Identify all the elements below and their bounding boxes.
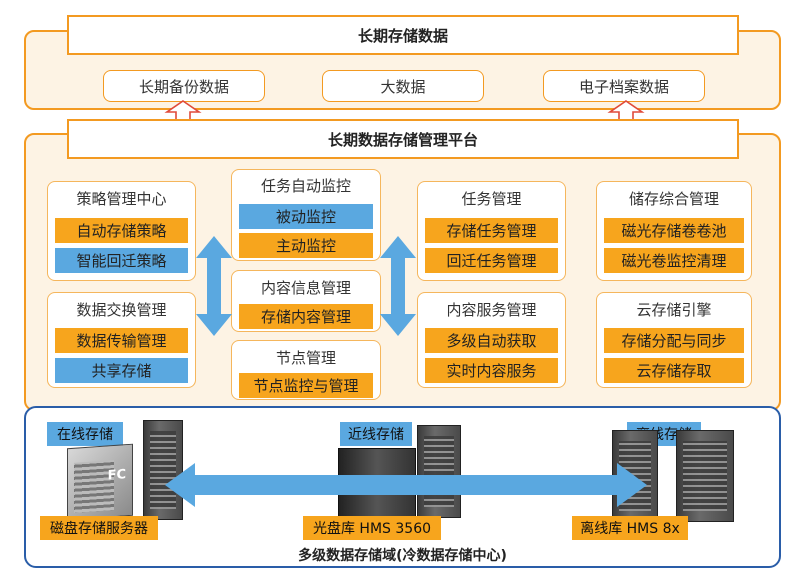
cloud-storage-access: 云存储存取: [604, 358, 744, 383]
storage-task-mgmt: 存储任务管理: [425, 218, 558, 243]
shared-storage: 共享存储: [55, 358, 188, 383]
task-mgmt-title: 任务管理: [461, 190, 522, 208]
offline-rack-icon-2: [676, 430, 734, 522]
backup-data-pill: 长期备份数据: [103, 70, 265, 102]
data-transfer-mgmt: 数据传输管理: [55, 328, 188, 353]
disk-storage-server-label: 磁盘存储服务器: [40, 516, 158, 540]
online-storage-tag: 在线存储: [47, 422, 123, 446]
data-exchange-card: 数据交换管理 数据传输管理 共享存储: [47, 292, 196, 388]
node-mgmt-title: 节点管理: [275, 349, 336, 367]
mo-volume-cleanup: 磁光卷监控清理: [604, 248, 744, 273]
passive-monitor: 被动监控: [239, 204, 373, 229]
mo-volume-pool: 磁光存储卷卷池: [604, 218, 744, 243]
disk-server-icon: FC: [67, 443, 133, 521]
horizontal-double-arrow-icon: [165, 463, 647, 507]
content-info-card: 内容信息管理 存储内容管理: [231, 270, 381, 332]
multilevel-auto-fetch: 多级自动获取: [425, 328, 558, 353]
nearline-rack-icon: [417, 425, 461, 518]
policy-center-card: 策略管理中心 自动存储策略 智能回迁策略: [47, 181, 196, 281]
cloud-engine-title: 云存储引擎: [636, 301, 712, 319]
content-info-title: 内容信息管理: [260, 279, 351, 297]
long-term-data-title: 长期存储数据: [67, 15, 739, 55]
storage-alloc-sync: 存储分配与同步: [604, 328, 744, 353]
storage-content-mgmt: 存储内容管理: [239, 304, 373, 329]
storage-domain-caption: 多级数据存储域(冷数据存储中心): [298, 548, 507, 564]
policy-center-title: 策略管理中心: [76, 190, 167, 208]
platform-title: 长期数据存储管理平台: [67, 119, 739, 159]
content-service-title: 内容服务管理: [446, 301, 537, 319]
storage-mgmt-card: 储存综合管理 磁光存储卷卷池 磁光卷监控清理: [596, 181, 752, 281]
task-mgmt-card: 任务管理 存储任务管理 回迁任务管理: [417, 181, 566, 281]
content-service-card: 内容服务管理 多级自动获取 实时内容服务: [417, 292, 566, 388]
node-monitor-mgmt: 节点监控与管理: [239, 373, 373, 398]
vertical-arrow-left-icon: [196, 236, 232, 336]
active-monitor: 主动监控: [239, 233, 373, 258]
recall-task-mgmt: 回迁任务管理: [425, 248, 558, 273]
data-exchange-title: 数据交换管理: [76, 301, 167, 319]
e-archive-data-pill: 电子档案数据: [543, 70, 705, 102]
storage-mgmt-title: 储存综合管理: [628, 190, 719, 208]
online-rack-icon: [143, 420, 183, 520]
offline-library-label: 离线库 HMS 8x: [572, 516, 688, 540]
auto-storage-policy: 自动存储策略: [55, 218, 188, 243]
task-monitor-card: 任务自动监控 被动监控 主动监控: [231, 169, 381, 261]
task-monitor-title: 任务自动监控: [260, 177, 351, 195]
vertical-arrow-right-icon: [380, 236, 416, 336]
big-data-pill: 大数据: [322, 70, 484, 102]
nearline-storage-tag: 近线存储: [340, 422, 412, 446]
cloud-engine-card: 云存储引擎 存储分配与同步 云存储存取: [596, 292, 752, 388]
node-mgmt-card: 节点管理 节点监控与管理: [231, 340, 381, 400]
optical-library-label: 光盘库 HMS 3560: [303, 516, 441, 540]
realtime-content-service: 实时内容服务: [425, 358, 558, 383]
fc-badge: FC: [107, 467, 126, 484]
smart-recall-policy: 智能回迁策略: [55, 248, 188, 273]
